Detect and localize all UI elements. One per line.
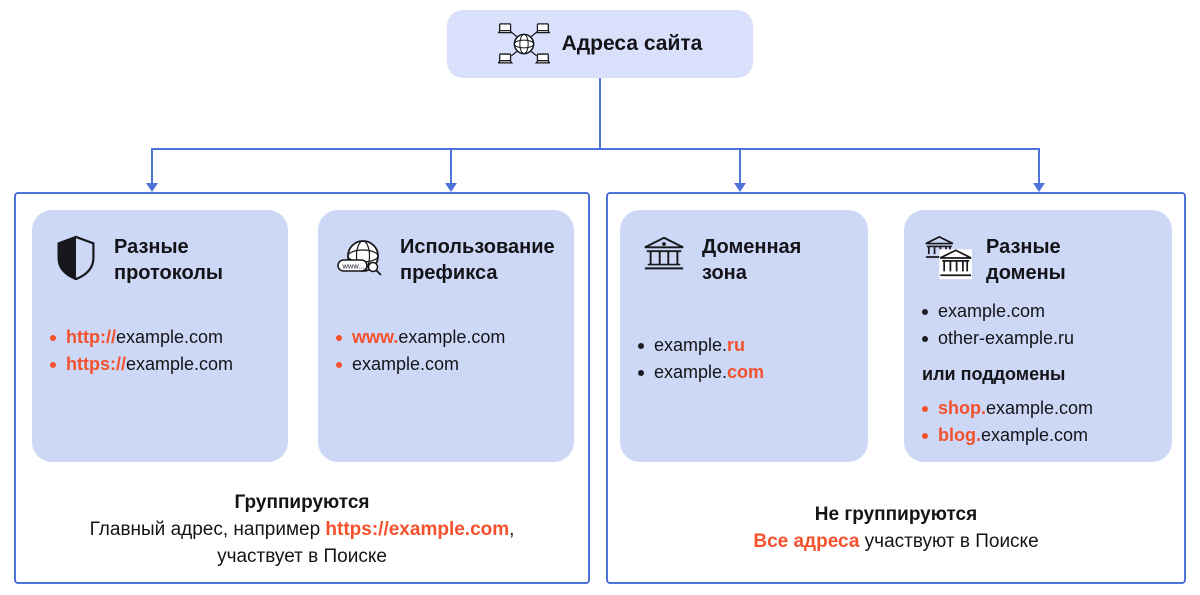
footer-title: Не группируются xyxy=(814,504,978,525)
url-segment: com xyxy=(727,362,765,382)
www-label: www... xyxy=(342,262,365,271)
root-node: Адреса сайта xyxy=(447,10,753,78)
card-prefix: www... Использование префикса www.exampl… xyxy=(318,210,574,462)
list-item: shop.example.com xyxy=(922,395,1154,422)
url-segment: example.com xyxy=(126,354,234,374)
url-segment: example.com xyxy=(981,425,1089,445)
card-header: Доменная зона xyxy=(638,234,850,286)
url-segment: example.com xyxy=(352,354,460,374)
url-segment: http:// xyxy=(66,327,116,347)
footer-accent-url: https://example.com xyxy=(325,518,510,540)
root-title: Адреса сайта xyxy=(561,32,703,55)
connector-drop-3 xyxy=(739,148,741,184)
list-item: https://example.com xyxy=(50,351,270,378)
url-text: example.com xyxy=(352,351,459,378)
list-item: example.ru xyxy=(638,332,850,359)
footer-text: участвуют в Поиске xyxy=(859,530,1039,552)
url-segment: example.com xyxy=(938,301,1046,321)
url-text: example.ru xyxy=(654,332,745,359)
list-item: blog.example.com xyxy=(922,422,1154,449)
bullet-icon xyxy=(922,432,928,439)
bank-building-icon xyxy=(638,234,690,276)
bullet-icon xyxy=(638,369,644,376)
url-text: www.example.com xyxy=(352,324,505,351)
shield-icon xyxy=(50,234,102,282)
bullet-icon xyxy=(50,361,56,368)
card-title: Доменная зона xyxy=(702,236,802,284)
card-title: Разные домены xyxy=(986,236,1066,284)
url-text: blog.example.com xyxy=(938,422,1088,449)
bullet-icon xyxy=(922,405,928,412)
bullet-icon xyxy=(922,335,928,342)
two-buildings-icon xyxy=(922,234,974,280)
grouped-section: Разные протоколы http://example.com http… xyxy=(14,192,590,584)
list-item: other-example.ru xyxy=(922,325,1154,352)
card-header: Разные протоколы xyxy=(50,234,270,286)
url-segment: https:// xyxy=(66,354,126,374)
url-text: https://example.com xyxy=(66,351,233,378)
list-item: http://example.com xyxy=(50,324,270,351)
subdomains-subtitle: или поддомены xyxy=(922,364,1066,384)
arrowhead-icon xyxy=(734,183,746,192)
card-title: Использование префикса xyxy=(400,236,555,284)
url-segment: example. xyxy=(654,335,728,355)
url-segment: example.com xyxy=(986,398,1094,418)
url-text: other-example.ru xyxy=(938,325,1074,352)
globe-search-icon: www... xyxy=(336,234,388,284)
url-segment: example.com xyxy=(115,327,224,347)
bullet-icon xyxy=(336,361,342,368)
card-different-domains: Разные домены example.com other-example.… xyxy=(904,210,1172,462)
url-text: example.com xyxy=(938,298,1045,325)
card-header: www... Использование префикса xyxy=(336,234,556,286)
url-segment: ru xyxy=(727,335,746,355)
card-domain-zone: Доменная зона example.ru example.com xyxy=(620,210,868,462)
url-text: http://example.com xyxy=(66,324,223,351)
list-item: example.com xyxy=(638,359,850,386)
list-item: www.example.com xyxy=(336,324,556,351)
network-globe-icon xyxy=(497,18,550,70)
connector-drop-2 xyxy=(450,148,452,184)
footer-line: Все адреса участвуют в Поиске xyxy=(608,529,1184,556)
footer-line: Главный адрес, например https://example.… xyxy=(16,517,588,544)
url-list: http://example.com https://example.com xyxy=(50,324,270,378)
list-item: example.com xyxy=(336,351,556,378)
url-segment: other-example.ru xyxy=(938,328,1075,348)
not-grouped-section: Доменная зона example.ru example.com xyxy=(606,192,1186,584)
grouped-footer: Группируются Главный адрес, например htt… xyxy=(16,490,588,571)
footer-text: Главный адрес, например xyxy=(89,518,326,540)
url-list: shop.example.com blog.example.com xyxy=(922,395,1154,449)
card-header: Разные домены xyxy=(922,234,1154,286)
card-title: Разные протоколы xyxy=(114,236,224,284)
footer-title: Группируются xyxy=(234,492,370,513)
connector-drop-4 xyxy=(1038,148,1040,184)
bullet-icon xyxy=(922,308,928,315)
url-segment: shop. xyxy=(938,398,986,418)
url-list: example.com other-example.ru xyxy=(922,298,1154,352)
arrowhead-icon xyxy=(445,183,457,192)
connector-horizontal xyxy=(151,148,1040,150)
url-list: www.example.com example.com xyxy=(336,324,556,378)
url-text: shop.example.com xyxy=(938,395,1093,422)
url-segment: blog. xyxy=(938,425,981,445)
url-segment: example. xyxy=(654,362,728,382)
footer-accent-text: Все адреса xyxy=(753,530,860,552)
arrowhead-icon xyxy=(1033,183,1045,192)
bullet-icon xyxy=(50,334,56,341)
list-item: example.com xyxy=(922,298,1154,325)
url-text: example.com xyxy=(654,359,764,386)
footer-line: участвует в Поиске xyxy=(217,545,387,567)
card-protocols: Разные протоколы http://example.com http… xyxy=(32,210,288,462)
bullet-icon xyxy=(638,342,644,349)
footer-text: , xyxy=(509,518,515,540)
url-segment: example.com xyxy=(398,327,506,347)
url-segment: www. xyxy=(352,327,399,347)
url-list: example.ru example.com xyxy=(638,332,850,386)
connector-drop-1 xyxy=(151,148,153,184)
not-grouped-footer: Не группируются Все адреса участвуют в П… xyxy=(608,502,1184,556)
connector-root-vertical xyxy=(599,78,601,149)
arrowhead-icon xyxy=(146,183,158,192)
bullet-icon xyxy=(336,334,342,341)
